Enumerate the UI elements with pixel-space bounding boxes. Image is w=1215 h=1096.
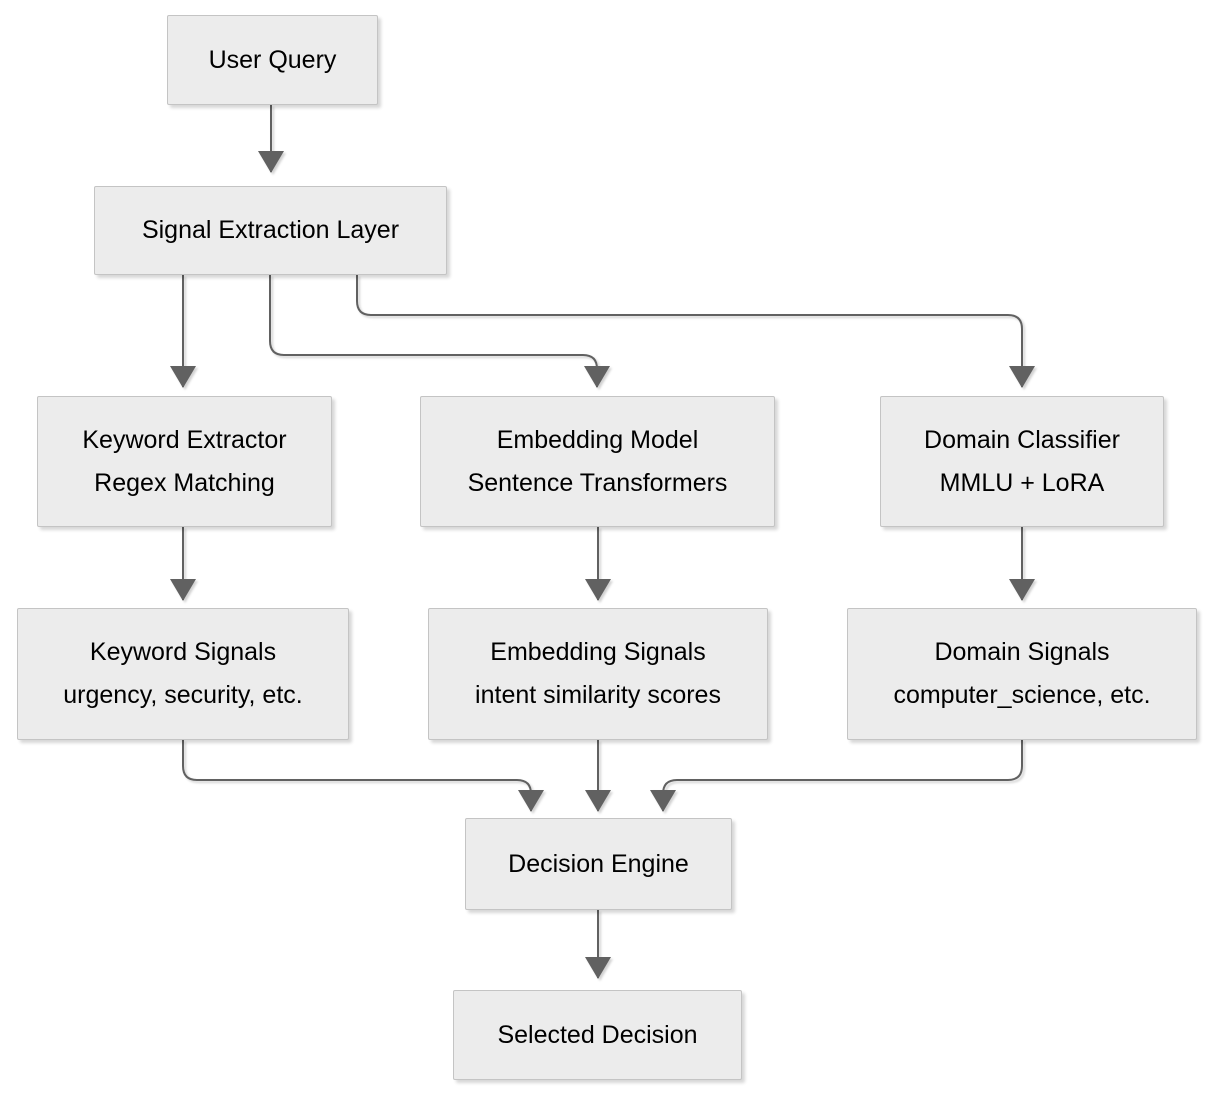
node-sublabel: computer_science, etc.	[893, 681, 1151, 709]
node-label: Selected Decision	[497, 1020, 698, 1049]
node-user-query: User Query	[167, 15, 378, 105]
edge-signal-extraction-to-embedding-model	[269, 275, 610, 388]
node-keyword-extractor: Keyword Extractor Regex Matching	[37, 396, 332, 527]
edge-keyword-signals-to-decision-engine	[182, 740, 544, 812]
node-sublabel: MMLU + LoRA	[939, 468, 1105, 497]
node-label: Decision Engine	[508, 849, 689, 878]
node-decision-engine: Decision Engine	[465, 818, 732, 910]
node-label: Domain Classifier	[924, 425, 1120, 454]
edge-domain-signals-to-decision-engine	[650, 740, 1023, 812]
node-label: Signal Extraction Layer	[141, 216, 400, 244]
edge-signal-extraction-to-domain-classifier	[356, 275, 1035, 388]
node-domain-classifier: Domain Classifier MMLU + LoRA	[880, 396, 1164, 527]
node-label: User Query	[208, 45, 337, 74]
node-domain-signals: Domain Signals computer_science, etc.	[847, 608, 1197, 740]
node-label: Embedding Signals	[490, 638, 706, 666]
node-sublabel: Sentence Transformers	[467, 468, 728, 497]
node-signal-extraction-layer: Signal Extraction Layer	[94, 186, 447, 275]
node-selected-decision: Selected Decision	[453, 990, 742, 1080]
node-sublabel: urgency, security, etc.	[63, 681, 303, 709]
node-label: Domain Signals	[934, 638, 1110, 666]
node-sublabel: intent similarity scores	[475, 681, 721, 709]
node-label: Keyword Signals	[89, 638, 277, 666]
node-embedding-signals: Embedding Signals intent similarity scor…	[428, 608, 768, 740]
node-keyword-signals: Keyword Signals urgency, security, etc.	[17, 608, 349, 740]
node-label: Keyword Extractor	[82, 425, 287, 454]
node-label: Embedding Model	[496, 425, 699, 454]
node-sublabel: Regex Matching	[94, 468, 275, 497]
node-embedding-model: Embedding Model Sentence Transformers	[420, 396, 775, 527]
